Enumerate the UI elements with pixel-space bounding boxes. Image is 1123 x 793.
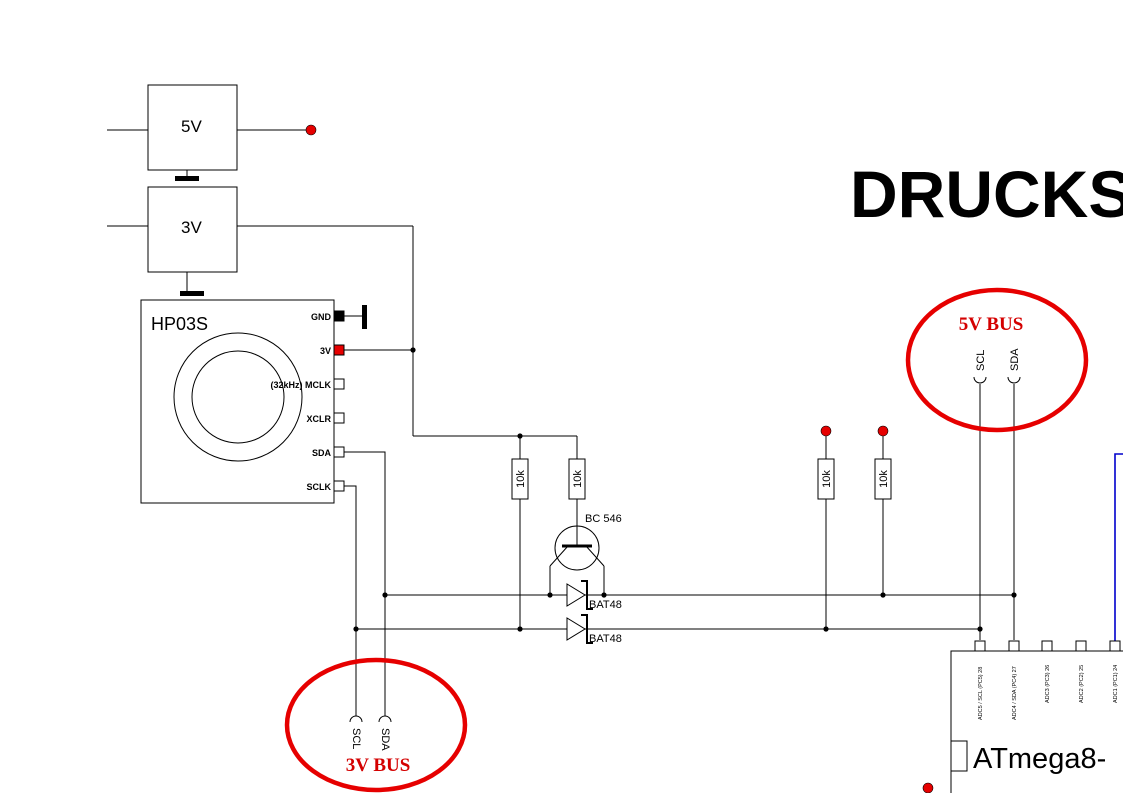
sensor-inner-ring [191,350,285,444]
bus-junctions [353,592,1017,632]
resistor-3: 10k [817,425,835,629]
blue-wire [1114,453,1123,641]
mcu-notch [950,740,968,772]
bus-5v-scl-label: SCL [975,350,987,371]
transistor-bc546 [549,524,605,595]
mcu-pin [1008,640,1020,652]
pin-xclr-label: XCLR [307,414,332,424]
pin-mclk [333,378,345,390]
hp03s-sensor: HP03S GND 3V (32kHz) MCLK XCLR SDA SCLK [140,299,345,504]
junction-dot [517,433,523,439]
wires-5v-bus [979,384,1015,640]
resistor-4-label: 10k [878,470,890,488]
mcu-pin-label: ADC2 (PC2) 25 [1079,665,1085,703]
sensor-outer-ring [173,332,303,462]
supply-dot [820,425,832,437]
resistor-1-label: 10k [515,470,527,488]
resistor-1: 10k [511,458,529,629]
bus-connector-3v-scl [349,715,363,723]
resistor-4: 10k [874,425,892,595]
mcu-pin [1109,640,1121,652]
ground-symbol [180,291,204,296]
atmega8-chip: ADC5 / SCL (PC5) 28 ADC4 / SDA (PC4) 27 … [950,640,1123,793]
diode-bat48-1: BAT48 [566,580,622,611]
pin-mclk-label: (32kHz) MCLK [270,380,331,390]
pin-sclk [333,480,345,492]
mcu-pin [1075,640,1087,652]
bus-lines [356,594,1014,630]
pin-3v-label: 3V [320,346,331,356]
wires-3v [344,226,578,459]
pin-gnd [333,310,345,322]
bus-connector-3v-sda [378,715,392,723]
mcu-name: ATmega8- [973,743,1106,775]
bus-3v-scl-label: SCL [350,728,362,749]
regulator-3v: 3V [107,186,413,296]
bus-3v-highlight [284,657,468,793]
mcu-pin-label: ADC5 / SCL (PC5) 28 [978,667,984,720]
regulator-5v: 5V [107,84,317,181]
pin-3v [333,344,345,356]
pin-gnd-label: GND [311,312,332,322]
bus-5v-label: 5V BUS [959,314,1024,335]
supply-dot-5v [305,124,317,136]
mcu-pin [1041,640,1053,652]
diode-bat48-2: BAT48 [566,614,622,645]
bus-3v-label: 3V BUS [346,755,411,776]
regulator-5v-label: 5V [181,117,202,136]
pin-sclk-label: SCLK [307,482,332,492]
bus-3v-sda-label: SDA [379,728,391,751]
mcu-pin-label: ADC4 / SDA (PC4) 27 [1012,666,1018,720]
wires-sensor-bus [344,451,386,716]
ground-symbol [175,176,199,181]
resistor-2: 10k [568,458,586,524]
resistor-3-label: 10k [821,470,833,488]
pin-sda [333,446,345,458]
diode-2-label: BAT48 [589,633,622,645]
bus-5v-highlight [905,287,1089,433]
junction-dot [410,347,416,353]
sensor-name: HP03S [151,314,208,334]
mcu-pin [974,640,986,652]
bus-connector-5v-scl [973,376,987,384]
regulator-3v-label: 3V [181,218,202,237]
supply-dot [877,425,889,437]
page-title: DRUCKS [850,157,1123,231]
pin-sda-label: SDA [312,448,332,458]
mcu-pin-label: ADC3 (PC3) 26 [1045,665,1051,703]
transistor-label: BC 546 [585,513,622,525]
supply-dot [922,782,934,793]
mcu-pin-label: ADC1 (PC1) 24 [1113,665,1119,703]
bus-connector-5v-sda [1007,376,1021,384]
diode-1-label: BAT48 [589,599,622,611]
bus-5v-sda-label: SDA [1009,348,1021,371]
resistor-2-label: 10k [572,470,584,488]
pin-xclr [333,412,345,424]
ground-symbol [362,305,367,329]
